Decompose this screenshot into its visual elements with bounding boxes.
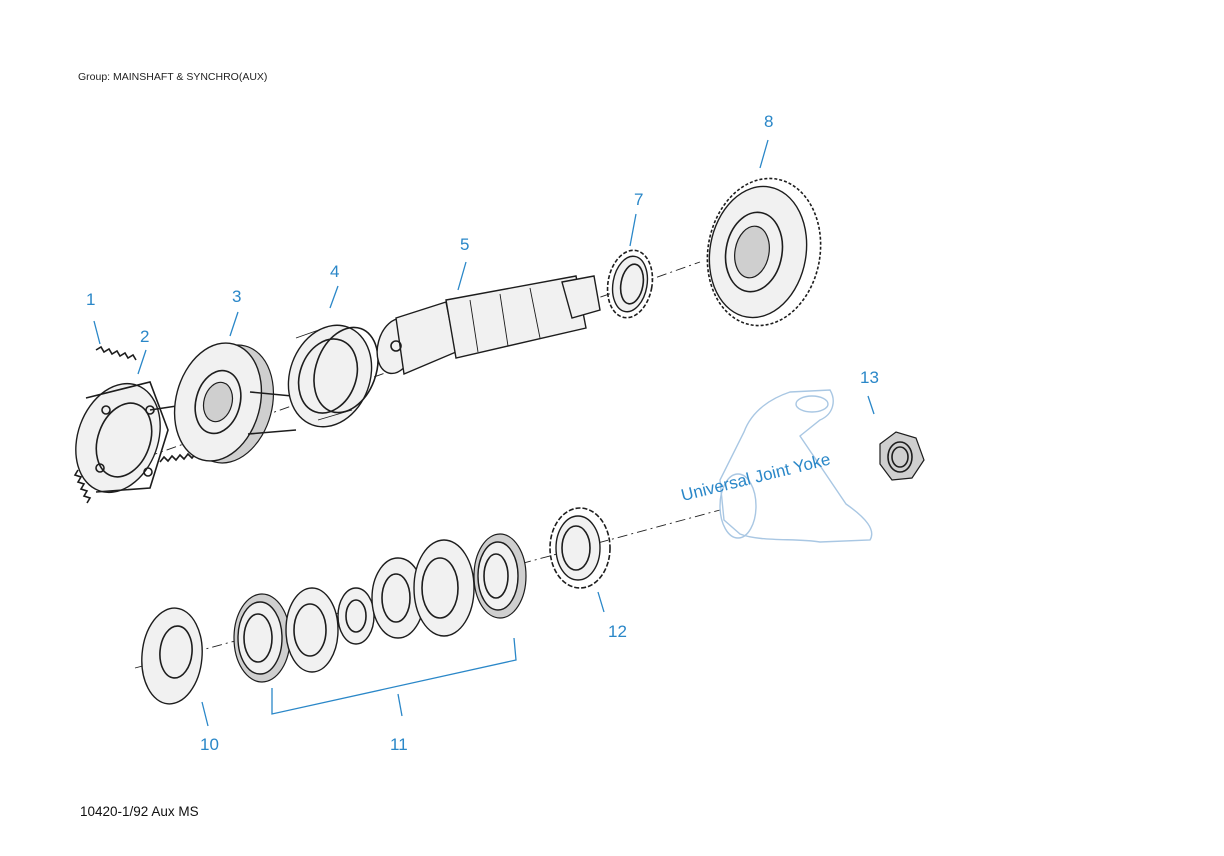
leader-lines — [93, 139, 875, 727]
part-10-washer — [141, 607, 203, 705]
callout-1: 1 — [86, 290, 96, 309]
part-8-auxiliary-gear — [706, 177, 822, 327]
part-7-ring-gear — [606, 249, 654, 319]
callout-4: 4 — [330, 262, 340, 281]
part-2-synchro-plate — [75, 381, 191, 494]
callout-3: 3 — [232, 287, 242, 306]
part-4-synchronizer — [287, 324, 379, 428]
part-13-nut — [879, 431, 925, 481]
callout-2: 2 — [140, 327, 150, 346]
callout-12: 12 — [608, 622, 627, 641]
callout-5: 5 — [460, 235, 470, 254]
callout-8: 8 — [764, 112, 774, 131]
part-5-mainshaft — [376, 275, 601, 375]
callout-10: 10 — [200, 735, 219, 754]
part-11-bearing-assembly — [233, 533, 527, 683]
callout-13: 13 — [860, 368, 879, 387]
part-12-ring — [549, 507, 611, 589]
figure-reference: 10420-1/92 Aux MS — [80, 804, 199, 819]
universal-joint-yoke-ghost — [719, 389, 873, 543]
part-3-sliding-clutch — [173, 342, 297, 464]
group-title: Group: MAINSHAFT & SYNCHRO(AUX) — [78, 71, 268, 83]
callout-7: 7 — [634, 190, 644, 209]
callout-11: 11 — [390, 735, 408, 754]
